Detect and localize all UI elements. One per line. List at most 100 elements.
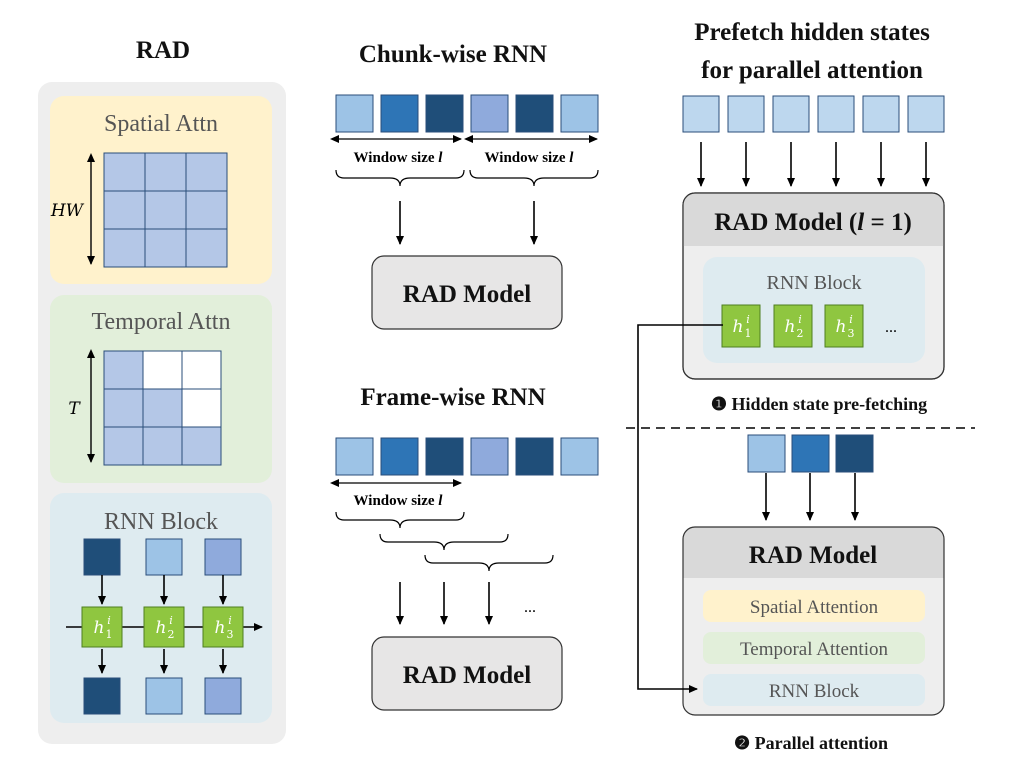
chunk-wise-title: Chunk-wise RNN (359, 41, 547, 68)
frame-brace-2 (379, 533, 509, 551)
temporal-grid-cell-active (142, 426, 183, 466)
svg-text:i: i (798, 313, 802, 326)
chunk-brace-2 (469, 169, 599, 187)
frame-brace-3 (424, 554, 554, 572)
chunk-token-row (335, 94, 599, 133)
spatial-grid-cell (144, 190, 187, 230)
svg-text:h: h (156, 618, 167, 638)
spatial-grid-cell (103, 190, 146, 230)
svg-text:3: 3 (848, 327, 855, 340)
temporal-grid-cell-masked (181, 350, 222, 390)
layer-temporal-attention-label: Temporal Attention (740, 639, 889, 660)
rad-model-parallel-header (683, 527, 944, 578)
chunk-token (380, 94, 419, 133)
spatial-grid-cell (144, 228, 187, 268)
chunk-window-label-2: Window size l (485, 150, 575, 166)
prefetch-connector-arrow (637, 324, 723, 693)
chunk-token (425, 94, 464, 133)
chunk-token (335, 94, 374, 133)
step1-marker: ❶ (711, 394, 727, 414)
layer-temporal-attention (703, 632, 925, 664)
rad-model-l1-header (683, 193, 944, 246)
svg-text:2: 2 (168, 628, 175, 641)
svg-text:h: h (733, 317, 744, 337)
frame-rad-model-box (371, 636, 563, 711)
svg-text:h: h (785, 317, 796, 337)
frame-wise-title: Frame-wise RNN (360, 384, 545, 411)
rnn-output-token (204, 677, 242, 715)
t-dimension-label: T (68, 399, 81, 419)
spatial-attn-grid (103, 152, 228, 268)
svg-text:i: i (228, 614, 232, 627)
prefetch-title-line2: for parallel attention (701, 57, 923, 84)
layer-spatial-attention (703, 590, 925, 622)
chunk-brace-1 (335, 169, 465, 187)
spatial-grid-cell (185, 152, 228, 192)
prefetch-arrows (697, 142, 930, 187)
spatial-grid-cell (144, 152, 187, 192)
step2-caption: ❷ Parallel attention (734, 733, 888, 753)
prefetch-token (727, 95, 765, 133)
spatial-grid-cell (103, 228, 146, 268)
svg-text:1: 1 (745, 327, 752, 340)
rnn-output-token (83, 677, 121, 715)
svg-text:i: i (849, 313, 853, 326)
rad-model-parallel-label: RAD Model (749, 542, 878, 569)
frame-token (515, 437, 554, 476)
spatial-attn-label: Spatial Attn (104, 111, 218, 137)
rnn-output-token (145, 677, 183, 715)
frame-token (470, 437, 509, 476)
hw-dimension-label: HW (50, 201, 85, 221)
rnn-input-token (83, 538, 121, 576)
temporal-attn-label: Temporal Attn (92, 309, 231, 335)
step2-marker: ❷ (734, 733, 750, 753)
rnn-input-token (145, 538, 183, 576)
chunk-window-label-1: Window size l (354, 150, 444, 166)
rnn-input-token (204, 538, 242, 576)
spatial-grid-cell (185, 228, 228, 268)
svg-text:i: i (169, 614, 173, 627)
parallel-token-row (747, 434, 874, 473)
parallel-token (791, 434, 830, 473)
svg-text:1: 1 (106, 628, 113, 641)
layer-spatial-attention-label: Spatial Attention (750, 597, 879, 618)
frame-token (560, 437, 599, 476)
spatial-grid-cell (185, 190, 228, 230)
chunk-rad-model-box (371, 255, 563, 330)
frame-ellipsis: ... (524, 599, 536, 616)
chunk-token (515, 94, 554, 133)
prefetch-title-line1: Prefetch hidden states (694, 19, 930, 46)
parallel-token (747, 434, 786, 473)
svg-text:h: h (836, 317, 847, 337)
temporal-attn-grid (103, 350, 222, 466)
svg-text:2: 2 (797, 327, 804, 340)
temporal-grid-cell-masked (142, 350, 183, 390)
frame-token (335, 437, 374, 476)
chunk-rad-model-label: RAD Model (403, 281, 532, 308)
temporal-grid-cell-masked (181, 388, 222, 428)
rnn-block-label: RNN Block (104, 509, 218, 535)
temporal-grid-cell-active (103, 388, 144, 428)
prefetch-token (772, 95, 810, 133)
svg-text:h: h (215, 618, 226, 638)
frame-brace-1 (335, 511, 465, 529)
spatial-grid-cell (103, 152, 146, 192)
rad-title: RAD (136, 37, 190, 64)
temporal-grid-cell-active (103, 350, 144, 390)
temporal-grid-cell-active (103, 426, 144, 466)
frame-token (380, 437, 419, 476)
frame-token (425, 437, 464, 476)
prefetch-token (682, 95, 720, 133)
chunk-token (470, 94, 509, 133)
prefetch-token (907, 95, 945, 133)
chunk-token (560, 94, 599, 133)
